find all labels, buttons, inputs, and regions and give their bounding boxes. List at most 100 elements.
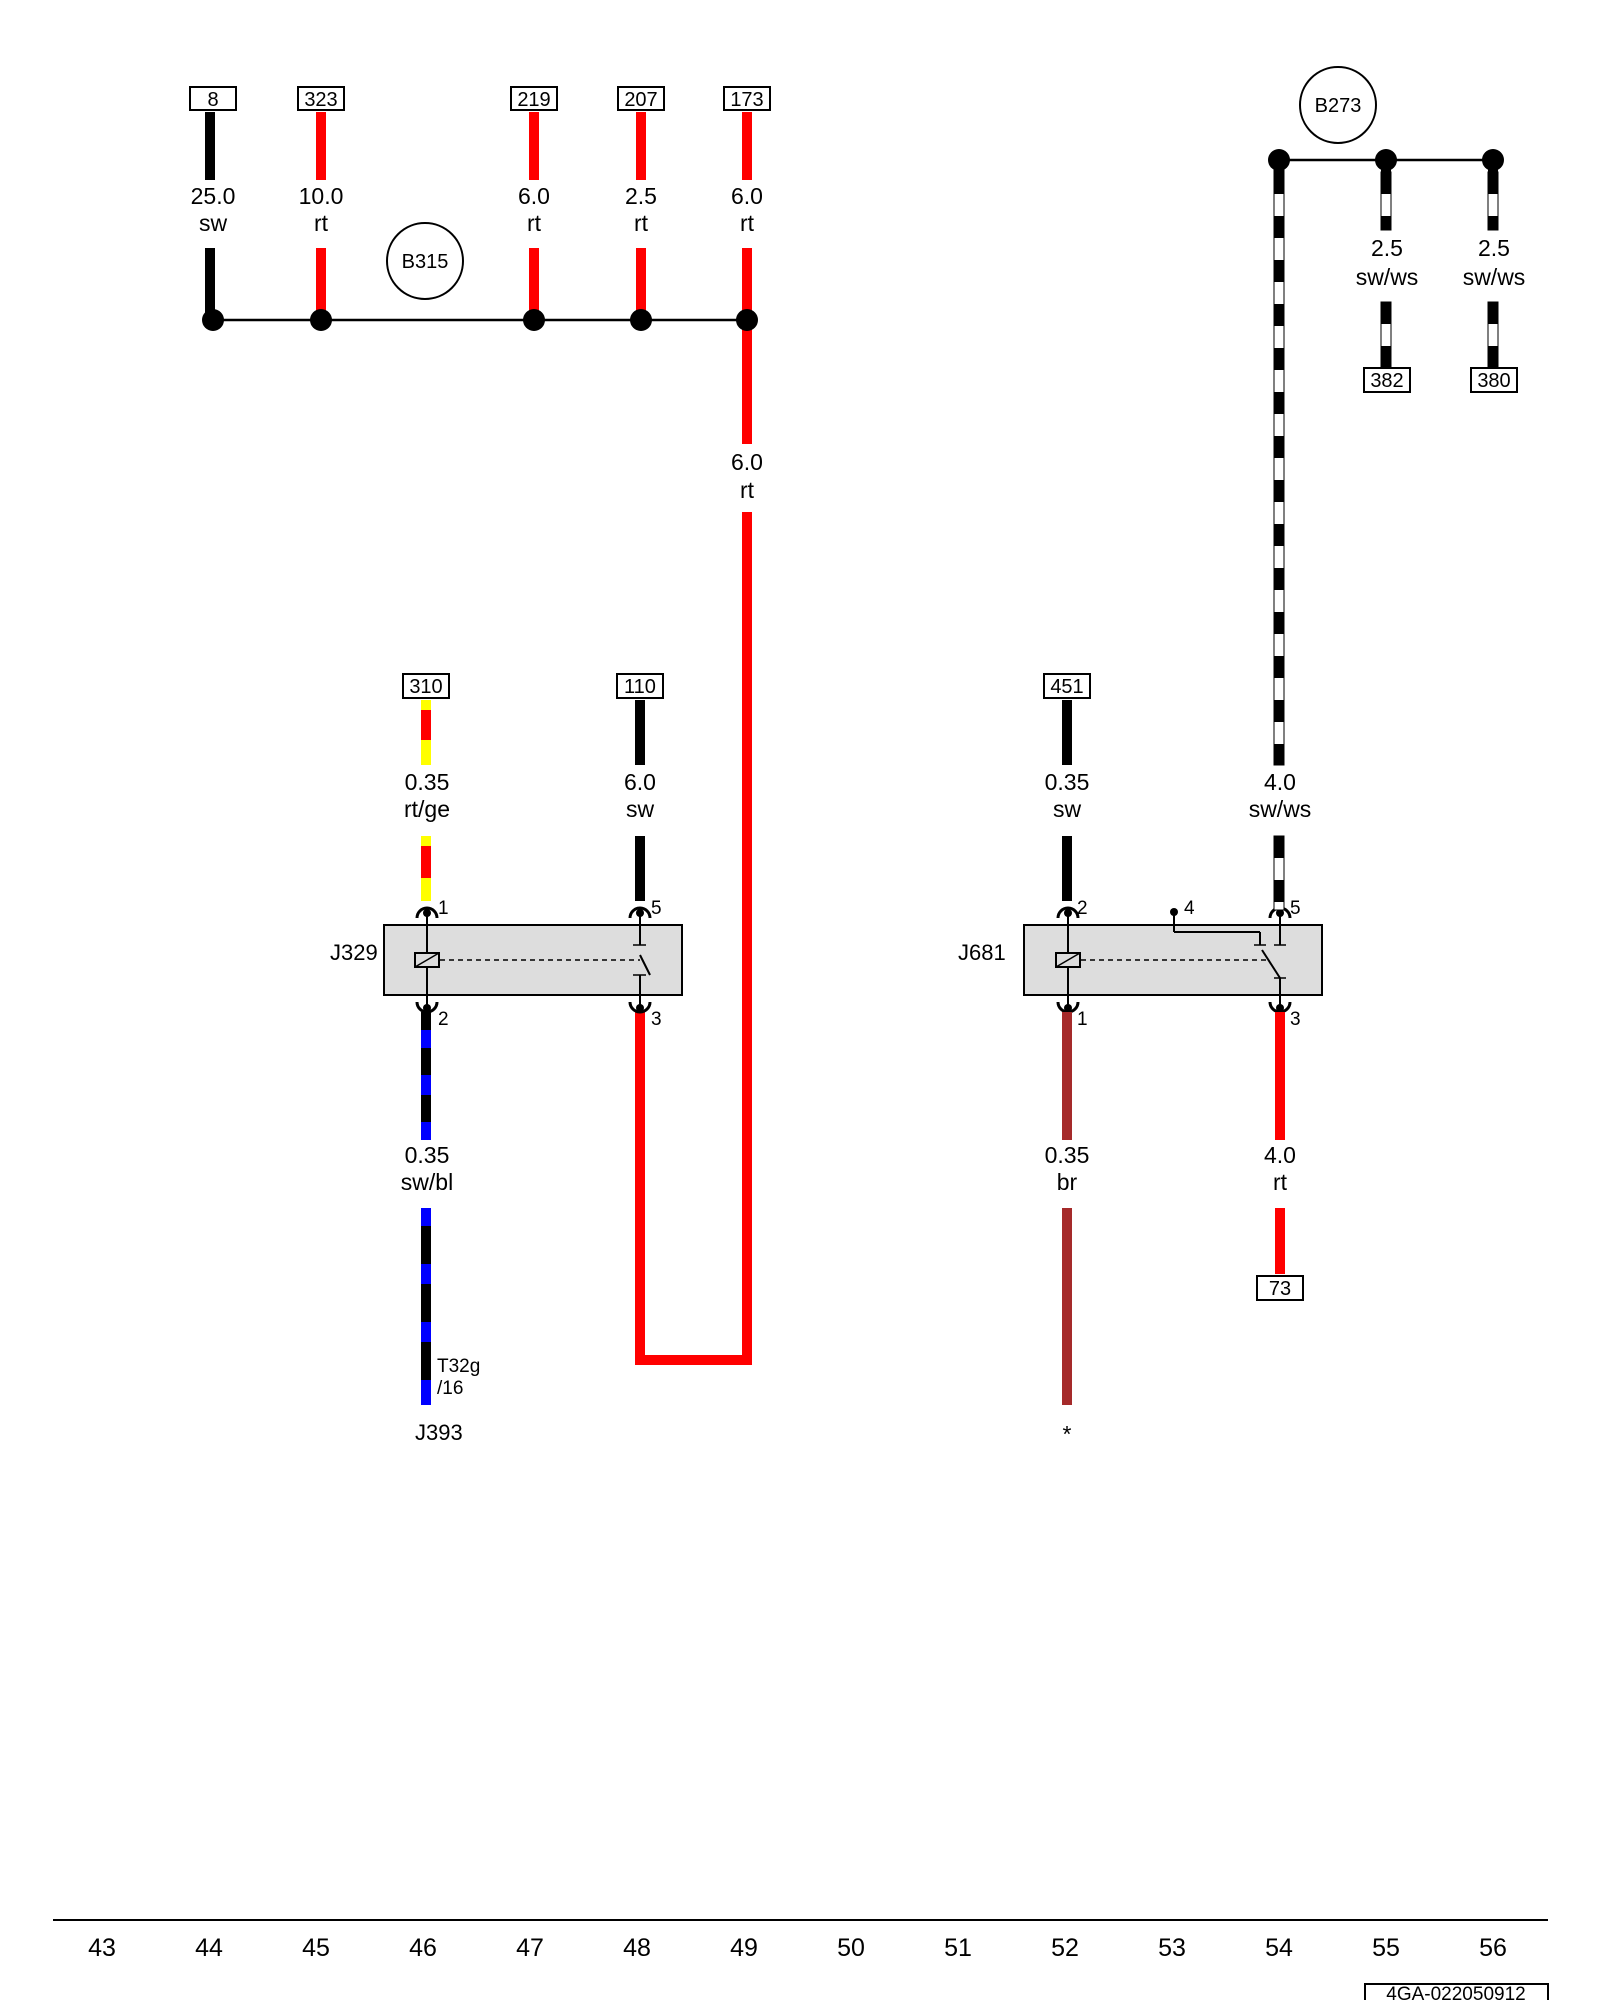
wire-color-207: rt [634,210,649,236]
node-b273-label: B273 [1315,95,1362,117]
wire-stripe-segment [1381,302,1391,324]
wire-310: 310 0.35 rt/ge [402,673,450,901]
node-b273[interactable] [1299,66,1377,144]
wire-stripe-segment [1381,324,1391,346]
wire-color-380: sw/ws [1463,264,1526,290]
terminal-label-451: 451 [1050,676,1083,698]
scale-label: 52 [1051,1934,1079,1962]
wire-size-173: 6.0 [731,183,763,209]
wire-stripe-segment [1274,502,1284,524]
wire-stripe-segment [1274,902,1284,910]
wire-stripe-segment [1274,524,1284,546]
wire-stripe-segment [1274,568,1284,590]
wire-stripe-segment [1274,216,1284,238]
terminal-box-451[interactable] [1043,673,1091,699]
wire-stripe-segment [1274,436,1284,458]
terminal-box-310[interactable] [402,673,450,699]
wire-stripe-outline [1380,171,1392,231]
wire-size-sw-ws: 4.0 [1264,769,1296,795]
wire-stripe-segment [1274,304,1284,326]
splice-dot [1375,149,1397,171]
relay-j681-group: 451 0.35 sw J681 [958,673,1323,1447]
wire-stripe-segment [1488,216,1498,230]
terminal-label-8: 8 [207,89,218,111]
wire-8: 8 25.0 sw [189,86,237,320]
wire-stripe-segment [1274,722,1284,744]
terminal-box-73[interactable] [1256,1275,1304,1301]
terminal-box-323[interactable] [297,86,345,111]
relay-j681-label: J681 [958,940,1006,965]
wire-size-73: 4.0 [1264,1142,1296,1168]
scale-label: 44 [195,1934,223,1962]
terminal-label-73: 73 [1269,1278,1291,1300]
wire-323: 323 10.0 rt [297,86,345,320]
terminal-box-207[interactable] [617,86,665,111]
terminal-label-323: 323 [304,89,337,111]
terminal-box-380[interactable] [1470,367,1518,393]
pin-label: 5 [1290,898,1301,919]
wire-size-382: 2.5 [1371,235,1403,261]
splice-dot [630,309,652,331]
wire-stripe-sw-ws [1380,171,1392,231]
terminal-box-382[interactable] [1363,367,1411,393]
wire-173: 173 6.0 rt [723,86,771,444]
connector-id: T32g [437,1356,480,1377]
wire-stripe-segment [1274,458,1284,480]
splice-dot [1482,149,1504,171]
drawing-code: 4GA-022050912 [1386,1984,1525,2000]
wire-110: 110 6.0 sw [616,673,664,901]
scale-label: 50 [837,1934,865,1962]
wire-stripe-segment [1274,612,1284,634]
connector-pin: /16 [437,1378,463,1399]
scale-label: 53 [1158,1934,1186,1962]
wire-sw-bl: 0.35 sw/bl [401,1012,453,1405]
wire-color-8: sw [199,210,228,236]
splice-dot [310,309,332,331]
pin-label: 1 [1077,1009,1088,1030]
wire-stripe-outline [1487,301,1499,368]
scale-label: 54 [1265,1934,1293,1962]
pin-label: 1 [438,898,449,919]
wire-stripe-segment [1488,302,1498,324]
pin-label: 5 [651,898,662,919]
wire-stripe-segment [1381,216,1391,230]
wire-stripe-segment [1274,194,1284,216]
terminal-box-110[interactable] [616,673,664,699]
wire-stripe-segment [1274,326,1284,348]
wire-stripe-sw-ws [1487,171,1499,231]
wire-color-73: rt [1273,1169,1288,1195]
bus-b315-group: 8 25.0 sw 323 10.0 rt 219 6.0 rt 207 [189,86,771,444]
terminal-label-173: 173 [730,89,763,111]
wire-stripe-outline [1273,835,1285,911]
wire-color-382: sw/ws [1356,264,1419,290]
pin-label: 3 [651,1009,662,1030]
pin-label: 3 [1290,1009,1301,1030]
terminal-label-380: 380 [1477,370,1510,392]
wire-stripe-segment [1381,194,1391,216]
wire-stripe-segment [1274,172,1284,194]
terminal-box-8[interactable] [189,86,237,111]
wire-size-451: 0.35 [1045,769,1090,795]
terminal-box-173[interactable] [723,86,771,111]
wire-stripe-segment [1274,414,1284,436]
wire-stripe-outline [1380,301,1392,368]
splice-dot [1268,149,1290,171]
wire-stripe-segment [1274,656,1284,678]
asterisk-note: * [1063,1421,1072,1447]
wire-color-310: rt/ge [404,796,450,822]
relay-j329-label: J329 [330,940,378,965]
scale-labels: 43 44 45 46 47 48 49 50 51 52 53 54 55 5… [88,1934,1507,1962]
wire-color-sw-ws: sw/ws [1249,796,1312,822]
node-b315[interactable] [386,222,464,300]
wire-stripe-segment [1274,238,1284,260]
wire-219: 219 6.0 rt [510,86,558,320]
wire-451: 451 0.35 sw [1043,673,1091,901]
wire-size-380: 2.5 [1478,235,1510,261]
scale-label: 45 [302,1934,330,1962]
relay-j329-group: 310 0.35 rt/ge 110 6.0 sw J329 [330,673,683,1445]
wire-stripe-segment [1274,260,1284,282]
wire-stripe-segment [1274,348,1284,370]
terminal-label-382: 382 [1370,370,1403,392]
pin-label: 2 [438,1009,449,1030]
terminal-box-219[interactable] [510,86,558,111]
